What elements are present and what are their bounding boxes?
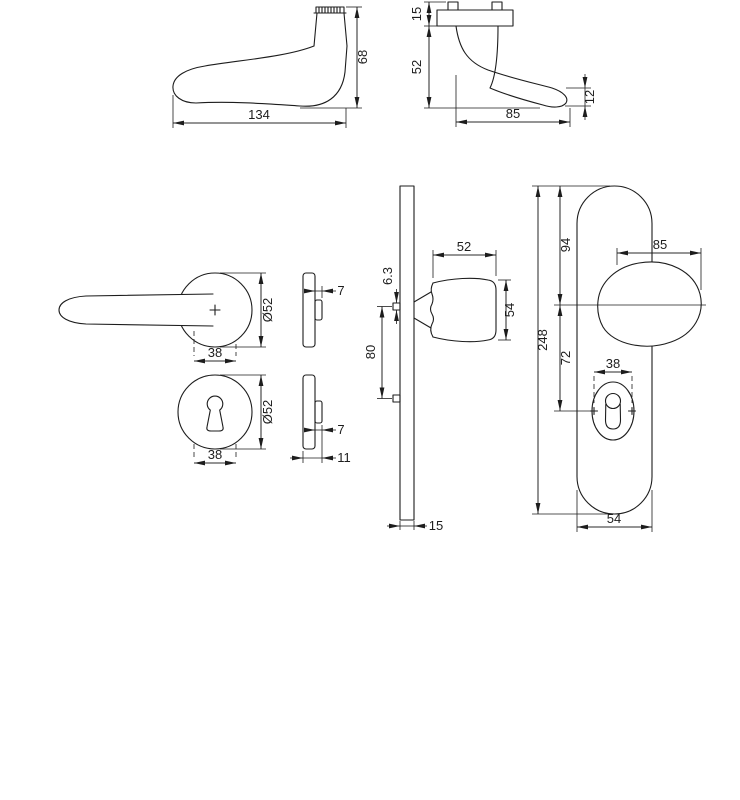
dim-key-rose-total-depth: 11 [337,450,351,465]
knob-side-neck [413,291,432,329]
handle-side-dimensions: 68 134 [172,6,370,128]
rose-side-body [302,272,316,348]
handle-grip-outline [172,45,348,107]
dim-rose-screw-spacing: 38 [208,345,222,360]
rose-side-upper-dimensions: 7 [304,283,345,298]
dim-key-rose-screw-spacing: 38 [208,447,222,462]
key-rose-side-body [302,374,316,450]
dim-pin-spacing: 80 [363,345,378,359]
spindle-knurling [318,6,341,14]
handle-front-view: 15 52 12 85 [409,1,597,127]
backplate-side-view: 6.3 80 15 52 54 [363,185,517,533]
rose-side-lower-view: 7 11 [290,374,351,465]
handle-spindle [313,6,348,47]
rose-side-upper-view: 7 [302,272,345,348]
knob-side-outline [432,277,497,343]
dim-handle-length: 134 [248,107,270,122]
key-rose-view: Ø52 38 [177,374,275,466]
dim-plate-width: 54 [607,511,621,526]
cylinder-slot [604,403,622,430]
dim-mount-height: 15 [409,7,424,21]
dim-rose-diameter: Ø52 [260,298,275,323]
security-plate-outline [576,185,653,515]
dim-backplate-thickness: 15 [429,518,443,533]
dim-key-rose-hub-depth: 7 [337,422,344,437]
key-rose-dimensions: Ø52 38 [193,374,275,466]
dim-knob-diameter: 54 [502,303,517,317]
handle-front-mount [436,1,514,27]
dim-cylinder-screw-spacing: 38 [606,356,620,371]
rose-center-mark [209,304,221,316]
dim-knob-projection: 85 [653,237,667,252]
backplate-side-dimensions: 6.3 80 15 52 54 [363,239,517,533]
cylinder-screw-marks [589,406,637,416]
knob-front-outline [597,261,702,347]
dim-handle-height: 68 [355,50,370,64]
fixing-pin-bottom [392,394,401,403]
dim-handle-to-cylinder: 72 [558,351,573,365]
dim-handle-front-length: 85 [506,106,520,121]
rose-side-lower-dimensions: 7 11 [290,422,351,465]
dim-handle-end-width: 12 [582,90,597,104]
security-plate-dimensions: 94 72 248 85 38 54 [532,185,702,532]
handle-front-outline [455,25,568,108]
security-plate-front-view: 94 72 248 85 38 54 [532,185,706,532]
key-rose-outline [177,374,253,450]
dim-rose-hub-depth: 7 [337,283,344,298]
backplate-side-body [399,185,415,521]
rose-side-hub [314,299,323,321]
dim-top-to-handle: 94 [558,238,573,252]
keyhole [206,395,224,432]
handle-side-view: 68 134 [172,6,370,128]
cylinder-cover-outline [591,381,635,441]
cylinder-core [604,392,622,410]
dim-key-rose-diameter: Ø52 [260,400,275,425]
lever-outline [58,293,214,327]
fixing-pin-top [392,302,401,311]
dim-handle-front-height: 52 [409,60,424,74]
handle-front-dimensions: 15 52 12 85 [409,1,597,127]
key-rose-side-hub [314,400,323,424]
dim-pin-diameter: 6.3 [380,267,395,285]
lever-rose-view: Ø52 38 [58,272,275,364]
knob-side-back-edge [429,282,435,338]
dim-knob-length: 52 [457,239,471,254]
dim-plate-total-height: 248 [535,329,550,351]
lever-rose-dimensions: Ø52 38 [193,272,275,364]
